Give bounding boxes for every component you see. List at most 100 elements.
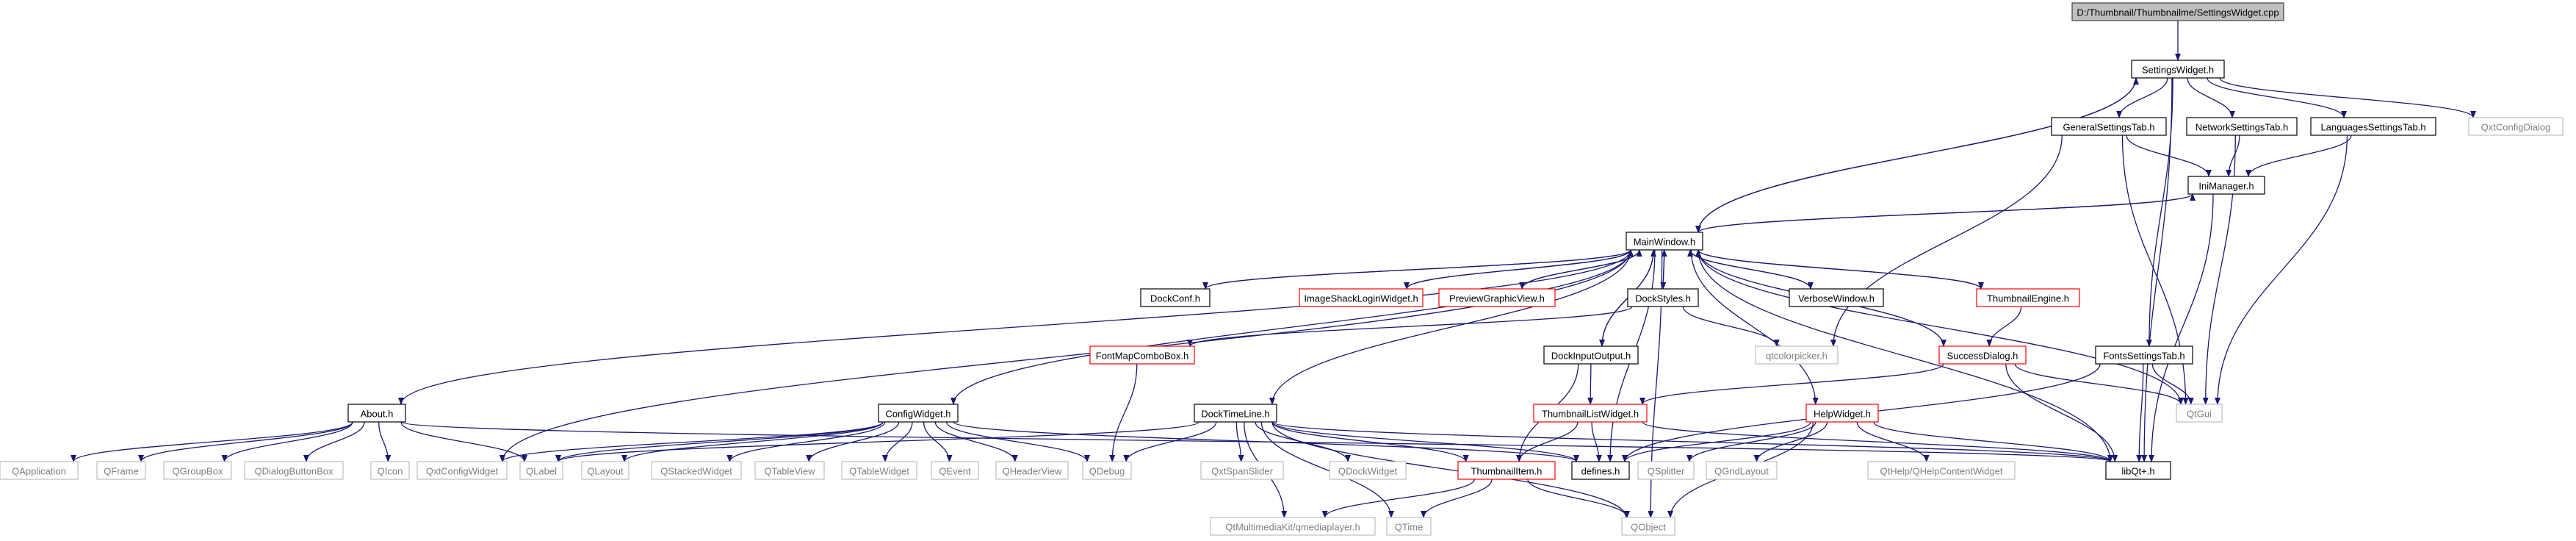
node-qframe: QFrame (96, 461, 146, 480)
node-box (931, 461, 979, 480)
node-box (416, 461, 508, 480)
node-label: QStackedWidget (660, 466, 732, 477)
node-box (1621, 517, 1675, 536)
node-box (1438, 288, 1556, 307)
node-networktab[interactable]: NetworkSettingsTab.h (2186, 117, 2298, 136)
edge-thumbnailitem-to-qobject (1527, 479, 1630, 518)
node-label: DockConf.h (1150, 293, 1200, 304)
node-root[interactable]: D:/Thumbnail/Thumbnailme/SettingsWidget.… (2071, 2, 2284, 21)
node-qxtspanslider: QxtSpanSlider (1200, 461, 1284, 480)
node-helpwidget[interactable]: HelpWidget.h (1805, 404, 1879, 423)
edge-settingswidget-to-qxtconfigdialog (2219, 77, 2476, 118)
edge-configwidget-to-qlabel (555, 421, 884, 462)
node-label: QTime (1395, 522, 1424, 533)
node-label: ConfigWidget.h (886, 409, 951, 420)
edge-helpwidget-to-qgridlayout (1753, 421, 1828, 462)
node-libqt[interactable]: libQt+.h (2105, 461, 2171, 480)
node-about[interactable]: About.h (347, 404, 406, 423)
edge-configwidget-to-qheaderview (934, 421, 1018, 462)
edge-docktimeline-to-thumbnailitem (1271, 421, 1469, 462)
edge-thumbnaillistwidget-to-thumbnailitem (1516, 421, 1579, 462)
edge-thumbnailengine-to-mainwindow (1695, 249, 1982, 290)
node-label: NetworkSettingsTab.h (2196, 122, 2288, 133)
edge-mainwindow-to-docktimeline (1269, 249, 1631, 405)
edge-docktimeline-to-qdebug (1123, 421, 1217, 462)
node-dockstyles[interactable]: DockStyles.h (1627, 288, 1699, 307)
node-box (1805, 404, 1879, 423)
edge-previewgraphic-to-mainwindow (1521, 249, 1642, 290)
node-configwidget[interactable]: ConfigWidget.h (878, 404, 959, 423)
node-box (1089, 345, 1195, 365)
node-qtgui: QtGui (2176, 404, 2223, 423)
node-box (519, 461, 563, 480)
node-box (1938, 345, 2027, 365)
node-thumbnailitem[interactable]: ThumbnailItem.h (1457, 461, 1556, 480)
node-label: FontMapComboBox.h (1096, 351, 1188, 362)
node-label: ThumbnailEngine.h (1987, 293, 2069, 304)
node-thumbnaillistwidget[interactable]: ThumbnailListWidget.h (1533, 404, 1648, 423)
node-imageshack[interactable]: ImageShackLoginWidget.h (1299, 288, 1424, 307)
edge-about-to-qdialogbuttonbox (303, 421, 365, 462)
node-box (1627, 288, 1699, 307)
edge-thumbnaillistwidget-to-libqt (1642, 421, 2113, 462)
node-languagestab[interactable]: LanguagesSettingsTab.h (2310, 117, 2436, 136)
edge-dockconf-to-mainwindow (1205, 249, 1634, 290)
node-label: QGridLayout (1714, 466, 1769, 477)
node-successdialog[interactable]: SuccessDialog.h (1938, 345, 2027, 365)
node-label: ImageShackLoginWidget.h (1304, 293, 1418, 304)
node-qxtconfigwidget: QxtConfigWidget (416, 461, 508, 480)
node-qxtconfigdialog: QxtConfigDialog (2468, 117, 2564, 136)
node-box (1386, 517, 1432, 536)
node-label: QtGui (2187, 409, 2212, 420)
edge-languagestab-to-inimanager (2245, 135, 2352, 177)
node-generaltab[interactable]: GeneralSettingsTab.h (2051, 117, 2167, 136)
node-box (347, 404, 406, 423)
node-previewgraphic[interactable]: PreviewGraphicView.h (1438, 288, 1556, 307)
edge-dockinputoutput-to-thumbnaillistwidget (1587, 363, 1594, 405)
node-box (2131, 60, 2225, 79)
node-settingswidget[interactable]: SettingsWidget.h (2131, 60, 2225, 79)
edge-docktimeline-to-qtime (1260, 421, 1394, 518)
edge-docktimeline-to-qlabel (555, 421, 1199, 462)
node-label: QDockWidget (1338, 466, 1398, 477)
node-mainwindow[interactable]: MainWindow.h (1626, 232, 1703, 251)
node-qobject: QObject (1621, 517, 1675, 536)
node-label: QFrame (104, 466, 139, 477)
node-label: VerboseWindow.h (1798, 293, 1875, 304)
edge-settingswidget-to-generaltab (2116, 77, 2168, 118)
node-inimanager[interactable]: IniManager.h (2187, 176, 2265, 195)
node-fontmapcombo[interactable]: FontMapComboBox.h (1089, 345, 1195, 365)
edge-configwidget-to-qdebug (945, 421, 1090, 462)
node-label: PreviewGraphicView.h (1449, 293, 1545, 304)
edge-dockstyles-to-mainwindow (1661, 249, 1667, 290)
node-fontssettingstab[interactable]: FontsSettingsTab.h (2095, 345, 2193, 365)
edge-mainwindow-to-libqt (1698, 249, 2113, 462)
node-qapplication: QApplication (0, 461, 79, 480)
node-box (244, 461, 344, 480)
edge-successdialog-to-thumbnaillistwidget (1639, 363, 1944, 405)
node-defines[interactable]: defines.h (1571, 461, 1630, 480)
node-qtime: QTime (1386, 517, 1432, 536)
node-qsplitter: QSplitter (1637, 461, 1695, 480)
node-box (995, 461, 1069, 480)
node-thumbnailengine[interactable]: ThumbnailEngine.h (1976, 288, 2080, 307)
node-verbosewindow[interactable]: VerboseWindow.h (1789, 288, 1884, 307)
edge-docktimeline-to-libqt (1271, 421, 2113, 462)
node-box (2071, 2, 2284, 21)
node-dockinputoutput[interactable]: DockInputOutput.h (1543, 345, 1639, 365)
edge-mainwindow-to-settingswidget (1698, 77, 2139, 233)
node-box (581, 461, 629, 480)
node-label: QIcon (378, 466, 403, 477)
edge-imageshack-to-mainwindow (1406, 249, 1634, 290)
edge-mainwindow-to-about (398, 249, 1631, 405)
node-label: SuccessDialog.h (1947, 351, 2018, 362)
node-docktimeline[interactable]: DockTimeLine.h (1194, 404, 1277, 423)
node-dockconf[interactable]: DockConf.h (1140, 288, 1211, 307)
edge-helpwidget-to-libqt (1873, 421, 2113, 462)
node-label: defines.h (1581, 466, 1620, 477)
node-qthelp: QtHelp/QHelpContentWidget (1867, 461, 2016, 480)
edge-thumbnailengine-to-successdialog (1986, 306, 2022, 347)
edge-docktimeline-to-qxtspanslider (1235, 421, 1244, 462)
edge-fontmapcombo-to-qdebug (1109, 363, 1138, 462)
